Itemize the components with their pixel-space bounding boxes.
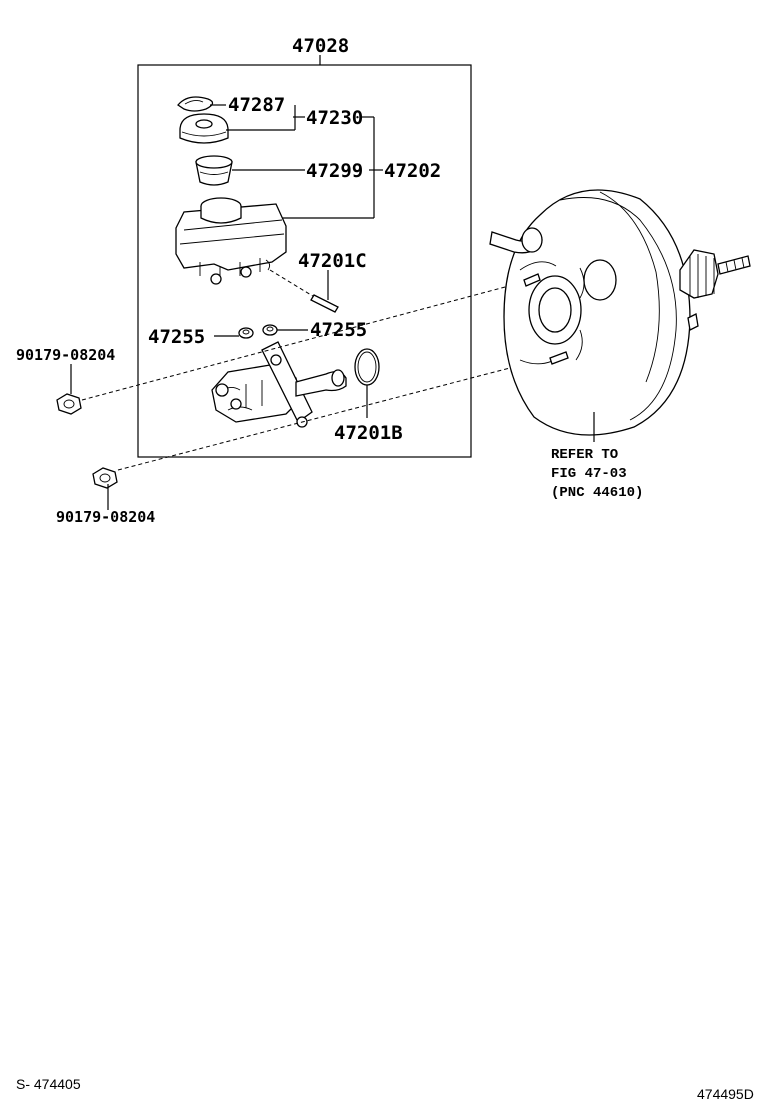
reference-line-2: FIG 47-03 [551, 466, 627, 482]
label-47201b[interactable]: 47201B [334, 422, 403, 444]
grommet-left-part[interactable] [238, 327, 254, 339]
brake-booster-part[interactable] [489, 189, 751, 436]
flange-nut-top-part[interactable] [56, 393, 82, 415]
reservoir-pin-part[interactable] [310, 294, 339, 313]
assembly-box [137, 64, 472, 458]
reference-line-1: REFER TO [551, 447, 618, 463]
master-cylinder-part[interactable] [211, 341, 347, 428]
reference-line-3[interactable]: (PNC 44610) [551, 485, 643, 501]
label-47255-right[interactable]: 47255 [310, 319, 367, 341]
cap-clip-part[interactable] [177, 96, 214, 112]
label-47028[interactable]: 47028 [292, 35, 349, 57]
label-90179-bottom[interactable]: 90179-08204 [56, 508, 155, 526]
footer-left-code: S- 474405 [16, 1076, 81, 1092]
label-47255-left[interactable]: 47255 [148, 326, 205, 348]
label-47299[interactable]: 47299 [306, 160, 363, 182]
label-47230[interactable]: 47230 [306, 107, 363, 129]
o-ring-part[interactable] [354, 348, 380, 386]
reservoir-strainer-part[interactable] [195, 155, 233, 186]
footer-right-code: 474495D [697, 1086, 754, 1102]
label-47201c[interactable]: 47201C [298, 250, 367, 272]
reservoir-tank-part[interactable] [175, 197, 287, 285]
reservoir-cap-part[interactable] [179, 113, 229, 144]
grommet-right-part[interactable] [262, 324, 278, 336]
label-47202[interactable]: 47202 [384, 160, 441, 182]
flange-nut-bottom-part[interactable] [92, 467, 118, 489]
label-90179-top[interactable]: 90179-08204 [16, 346, 115, 364]
label-47287[interactable]: 47287 [228, 94, 285, 116]
